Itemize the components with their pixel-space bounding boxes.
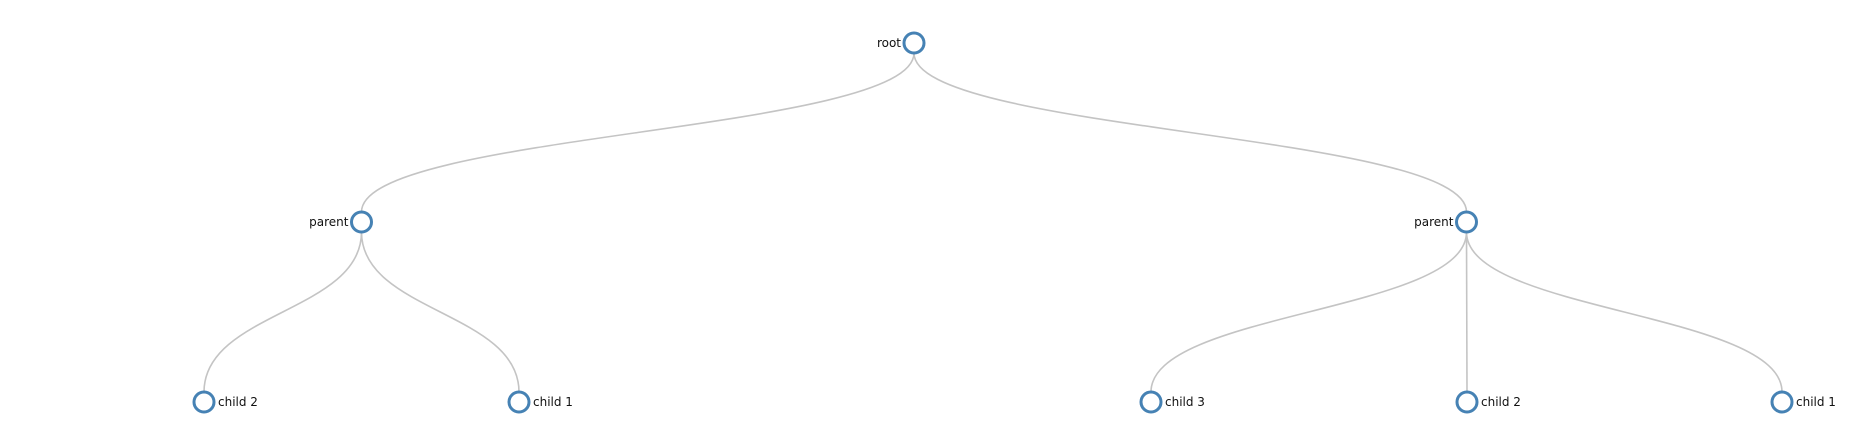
node-circle[interactable]: [350, 210, 373, 234]
link-parent-right-to-right-child-3: [1150, 231, 1468, 393]
link-parent-left-to-left-child-1: [360, 231, 520, 393]
tree-node-left-child-2[interactable]: child 2: [192, 390, 258, 414]
tree-node-right-child-1[interactable]: child 1: [1770, 390, 1836, 414]
links-layer: [203, 52, 1783, 393]
node-circle[interactable]: [507, 390, 531, 414]
link-root-to-parent-left: [360, 52, 915, 213]
tree-node-right-child-2[interactable]: child 2: [1455, 390, 1521, 414]
link-parent-left-to-left-child-2: [203, 231, 363, 393]
node-label: parent: [309, 215, 349, 229]
node-label: child 1: [533, 395, 573, 409]
tree-node-right-child-3[interactable]: child 3: [1139, 390, 1205, 414]
node-circle[interactable]: [902, 31, 926, 55]
link-parent-right-to-right-child-1: [1465, 231, 1783, 393]
node-label: child 2: [218, 395, 258, 409]
node-circle[interactable]: [192, 390, 216, 414]
link-root-to-parent-right: [913, 52, 1468, 213]
node-circle[interactable]: [1770, 390, 1794, 414]
tree-node-left-child-1[interactable]: child 1: [507, 390, 573, 414]
node-circle[interactable]: [1139, 390, 1163, 414]
node-label: parent: [1414, 215, 1454, 229]
tree-node-root[interactable]: root: [877, 31, 926, 55]
link-parent-right-to-right-child-2: [1465, 231, 1468, 393]
node-label: child 2: [1481, 395, 1521, 409]
node-label: child 3: [1165, 395, 1205, 409]
tree-node-parent-right[interactable]: parent: [1414, 210, 1478, 234]
node-label: root: [877, 36, 901, 50]
node-label: child 1: [1796, 395, 1836, 409]
node-circle[interactable]: [1455, 390, 1479, 414]
nodes-layer: child 2 child 1 parent child 3 child 2 child …: [192, 31, 1836, 414]
tree-node-parent-left[interactable]: parent: [309, 210, 373, 234]
node-circle[interactable]: [1455, 210, 1478, 234]
